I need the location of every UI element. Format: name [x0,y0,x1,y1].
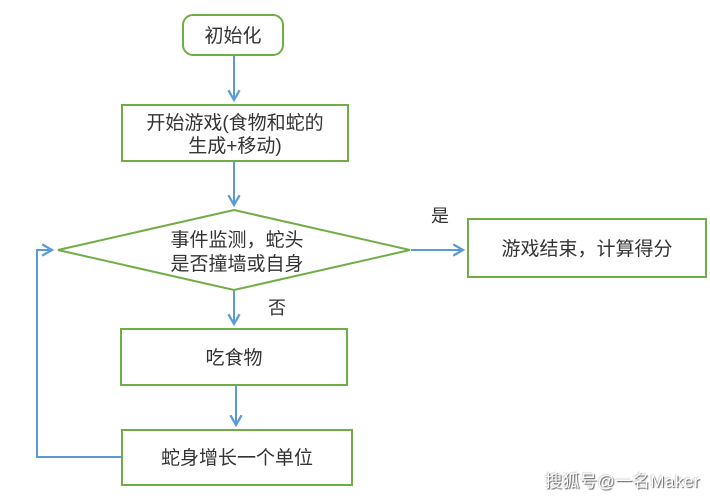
loop-arrow-grow-to-decision [36,243,122,458]
grow-node [121,429,353,486]
no-edge-label: 否 [268,298,286,318]
start-game-node [121,104,349,162]
decision-diamond [57,208,411,292]
eat-food-node [120,328,348,386]
start-game-node-line1: 开始游戏(食物和蛇的 [146,112,323,134]
start-game-node-line2: 生成+移动) [188,135,281,157]
game-over-node-label: 游戏结束，计算得分 [501,238,672,260]
init-node-label: 初始化 [204,25,261,47]
game-over-node [467,218,707,278]
decision-diamond-line1: 事件监测，蛇头 [170,229,303,251]
grow-node-label: 蛇身增长一个单位 [161,447,313,469]
init-node [182,14,284,56]
watermark: 搜狐号@一名Maker [545,472,700,491]
eat-food-node-label: 吃食物 [205,347,262,369]
decision-diamond-line2: 是否撞墙或自身 [170,253,303,275]
yes-edge-label: 是 [431,206,449,226]
